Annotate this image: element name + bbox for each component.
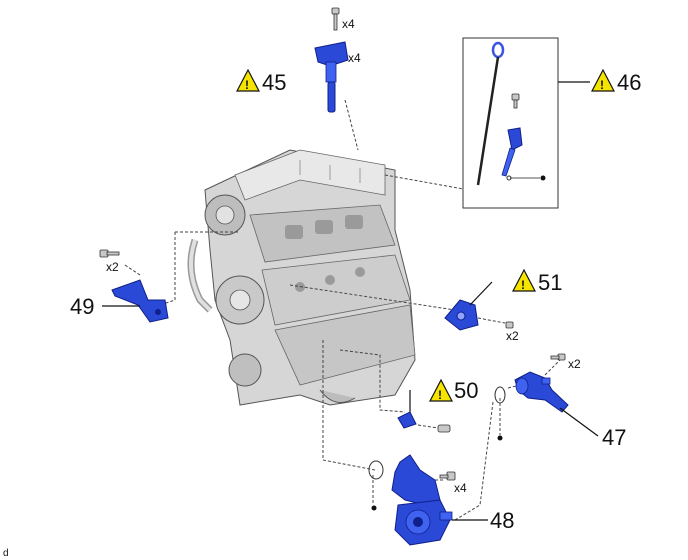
bracket-bolt	[99, 249, 120, 258]
water-pump	[391, 454, 453, 546]
dipstick	[476, 41, 505, 186]
engine-block	[187, 149, 416, 406]
engine-bracket	[111, 279, 169, 323]
water-inlet-housing	[514, 371, 569, 413]
pump-bolt	[439, 471, 456, 481]
svg-text:!: !	[245, 78, 249, 92]
warning-icon: !	[512, 268, 536, 292]
warning-icon: !	[591, 68, 615, 92]
coil-bolt-qty: x4	[342, 17, 355, 31]
water-inlet-group: x2 47	[494, 353, 626, 450]
pump-bolt-qty: x4	[454, 481, 467, 495]
dipstick-detail-box: ! 46	[462, 37, 641, 209]
callout-50: 50	[454, 378, 478, 403]
svg-text:!: !	[521, 278, 525, 292]
housing-bolt	[550, 353, 566, 361]
warning-icon: !	[236, 68, 260, 92]
callout-48: 48	[490, 508, 514, 533]
sensor-bolt	[437, 424, 451, 433]
coil-bolt	[331, 7, 340, 31]
bracket-bolt-qty: x2	[106, 260, 119, 274]
dipstick-guide	[501, 127, 523, 177]
callout-45: 45	[262, 70, 286, 95]
ignition-coil-group: x4 x4 ! 45	[236, 7, 361, 113]
sensor-group: ! 50	[397, 378, 478, 433]
bracket-group: x2 49	[70, 249, 169, 323]
svg-text:!: !	[600, 78, 604, 92]
cover-bolt-qty: x2	[506, 329, 519, 343]
callout-46: 46	[617, 70, 641, 95]
cover-plate-group: ! 51 x2	[444, 268, 562, 343]
ignition-coil	[314, 41, 349, 113]
callout-49: 49	[70, 294, 94, 319]
housing-bolt-qty: x2	[568, 357, 581, 371]
cover-plate	[444, 299, 479, 331]
callout-51: 51	[538, 270, 562, 295]
assembly-guide-lines	[124, 99, 561, 521]
corner-code: d	[3, 548, 9, 559]
cover-bolt	[505, 321, 514, 329]
svg-text:!: !	[438, 388, 442, 402]
water-pump-group: x4 48	[368, 454, 514, 546]
coil-qty: x4	[348, 51, 361, 65]
warning-icon: !	[429, 378, 453, 402]
callout-47: 47	[602, 425, 626, 450]
sensor	[397, 411, 417, 429]
dipstick-guide-bolt	[511, 93, 520, 109]
